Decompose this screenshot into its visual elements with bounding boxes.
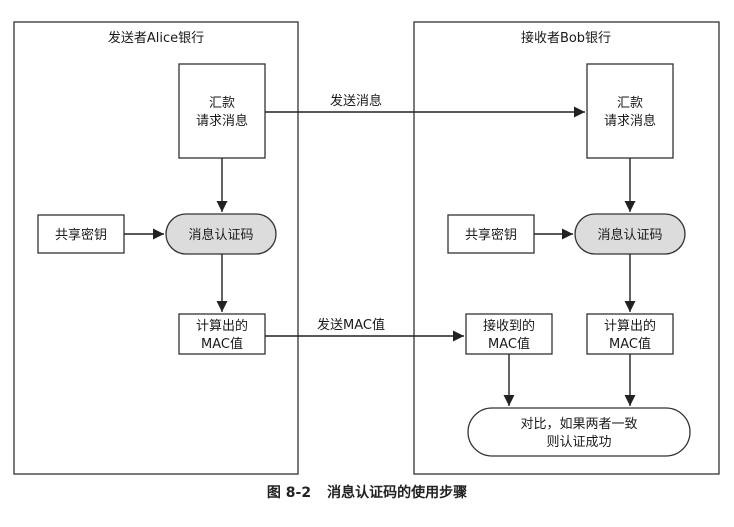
- flow-arrows: [124, 106, 636, 406]
- receiver-compare-result: 对比，如果两者一致 则认证成功: [467, 407, 691, 457]
- sender-request-line-2: 请求消息: [196, 113, 248, 129]
- sender-mac-algorithm: 消息认证码: [165, 213, 277, 255]
- receiver-shared-key: 共享密钥: [447, 214, 535, 254]
- compare-line-2: 则认证成功: [546, 435, 611, 450]
- send-message-label: 发送消息: [330, 93, 382, 109]
- sender-shared-key-label: 共享密钥: [55, 227, 107, 243]
- sender-request-message: 汇款 请求消息: [178, 63, 266, 159]
- sender-mac-algorithm-label: 消息认证码: [188, 227, 253, 243]
- receiver-shared-key-label: 共享密钥: [465, 227, 517, 243]
- compare-line-1: 对比，如果两者一致: [520, 416, 637, 432]
- sender-shared-key: 共享密钥: [37, 214, 125, 254]
- receiver-request-line-1: 汇款: [617, 96, 643, 111]
- receiver-computed-mac-line-2: MAC值: [609, 336, 651, 352]
- sender-computed-mac: 计算出的 MAC值: [178, 313, 266, 355]
- sender-computed-mac-line-1: 计算出的: [196, 318, 248, 334]
- figure-caption: 图 8-2 消息认证码的使用步骤: [0, 482, 734, 502]
- sender-title: 发送者Alice银行: [108, 30, 204, 46]
- receiver-mac-algorithm-label: 消息认证码: [597, 227, 662, 243]
- receiver-received-mac-line-1: 接收到的: [483, 318, 535, 334]
- receiver-mac-algorithm: 消息认证码: [574, 213, 686, 255]
- receiver-title: 接收者Bob银行: [521, 30, 611, 46]
- receiver-received-mac: 接收到的 MAC值: [465, 313, 553, 355]
- receiver-request-line-2: 请求消息: [604, 113, 656, 129]
- figure-caption-text: 消息认证码的使用步骤: [327, 485, 468, 501]
- send-mac-label: 发送MAC值: [317, 317, 385, 333]
- receiver-received-mac-line-2: MAC值: [488, 336, 530, 352]
- receiver-computed-mac-line-1: 计算出的: [604, 318, 656, 334]
- sender-computed-mac-line-2: MAC值: [201, 336, 243, 352]
- sender-request-line-1: 汇款: [209, 96, 235, 111]
- receiver-request-message: 汇款 请求消息: [586, 63, 674, 159]
- receiver-computed-mac: 计算出的 MAC值: [586, 313, 674, 355]
- figure-number: 图 8-2: [266, 485, 312, 501]
